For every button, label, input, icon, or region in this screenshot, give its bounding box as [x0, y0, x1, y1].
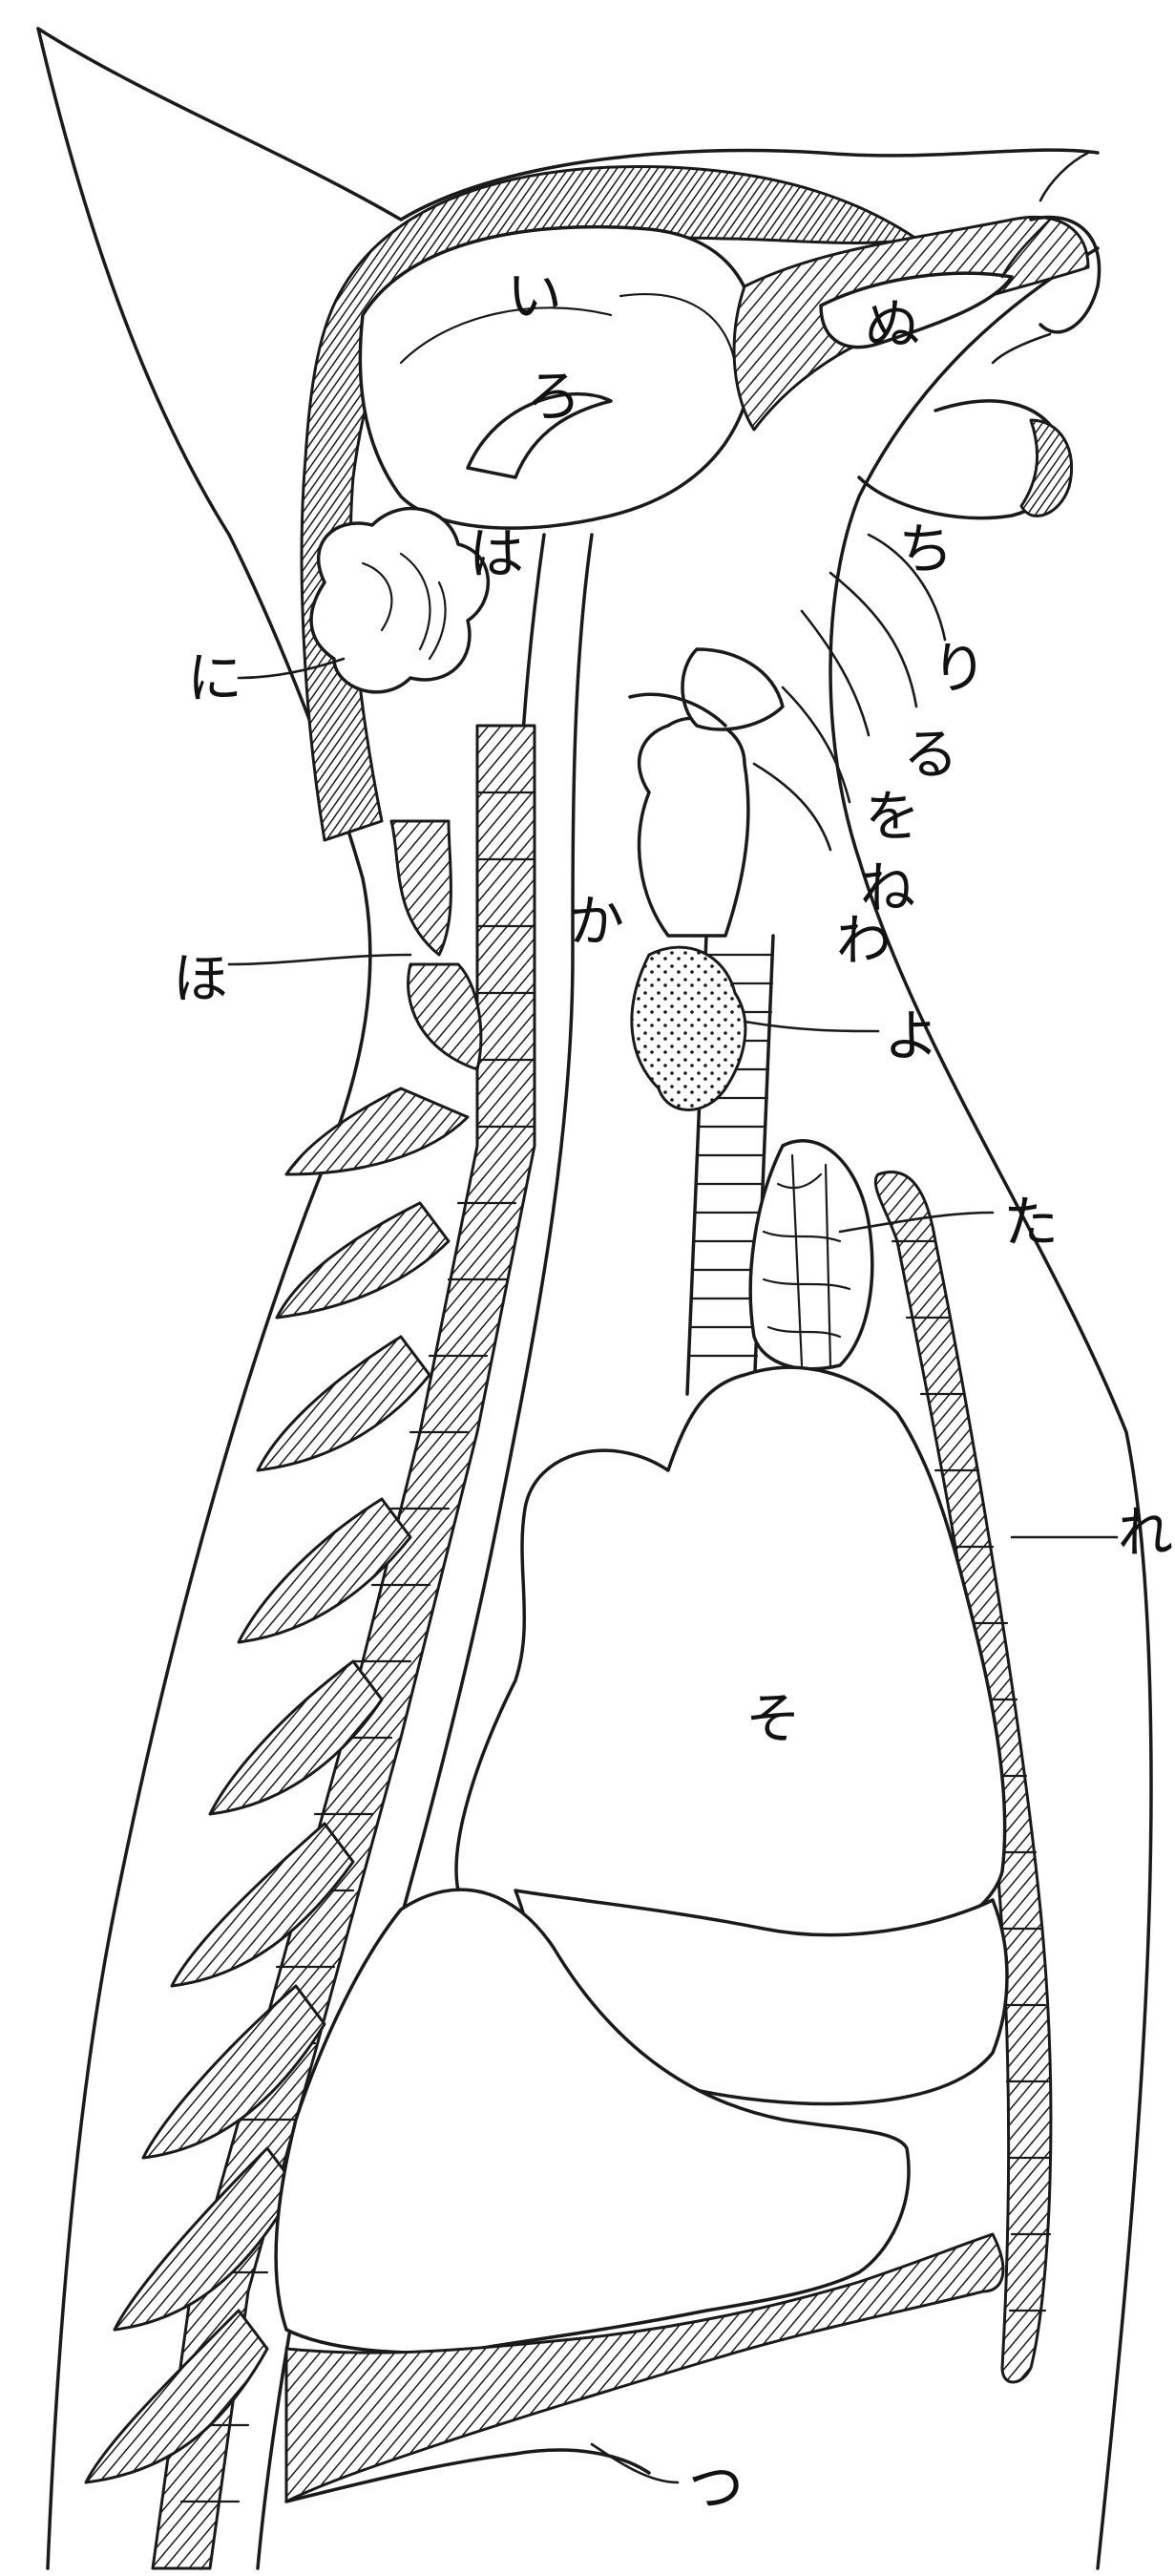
cerebellum — [311, 509, 488, 692]
label-i: い — [507, 264, 562, 328]
label-tsu: つ — [688, 2455, 744, 2520]
label-yo: よ — [884, 1003, 939, 1068]
label-nu: ぬ — [865, 292, 920, 357]
label-so: そ — [745, 1686, 801, 1751]
thymus — [750, 1141, 872, 1369]
label-ri: り — [932, 636, 987, 701]
label-ta: た — [1003, 1190, 1059, 1255]
label-chi: ち — [898, 517, 954, 581]
label-wa: わ — [836, 908, 892, 973]
label-ho: ほ — [173, 946, 228, 1011]
label-wo: を — [865, 784, 920, 849]
label-ro: ろ — [526, 364, 581, 429]
label-ka: か — [569, 889, 624, 954]
thyroid — [632, 947, 745, 1109]
label-ru: る — [903, 722, 958, 787]
label-re: れ — [1118, 1500, 1173, 1565]
larynx — [630, 649, 783, 936]
label-ha: は — [469, 521, 524, 586]
nasal-region — [734, 217, 1099, 517]
label-ni: に — [187, 645, 242, 710]
